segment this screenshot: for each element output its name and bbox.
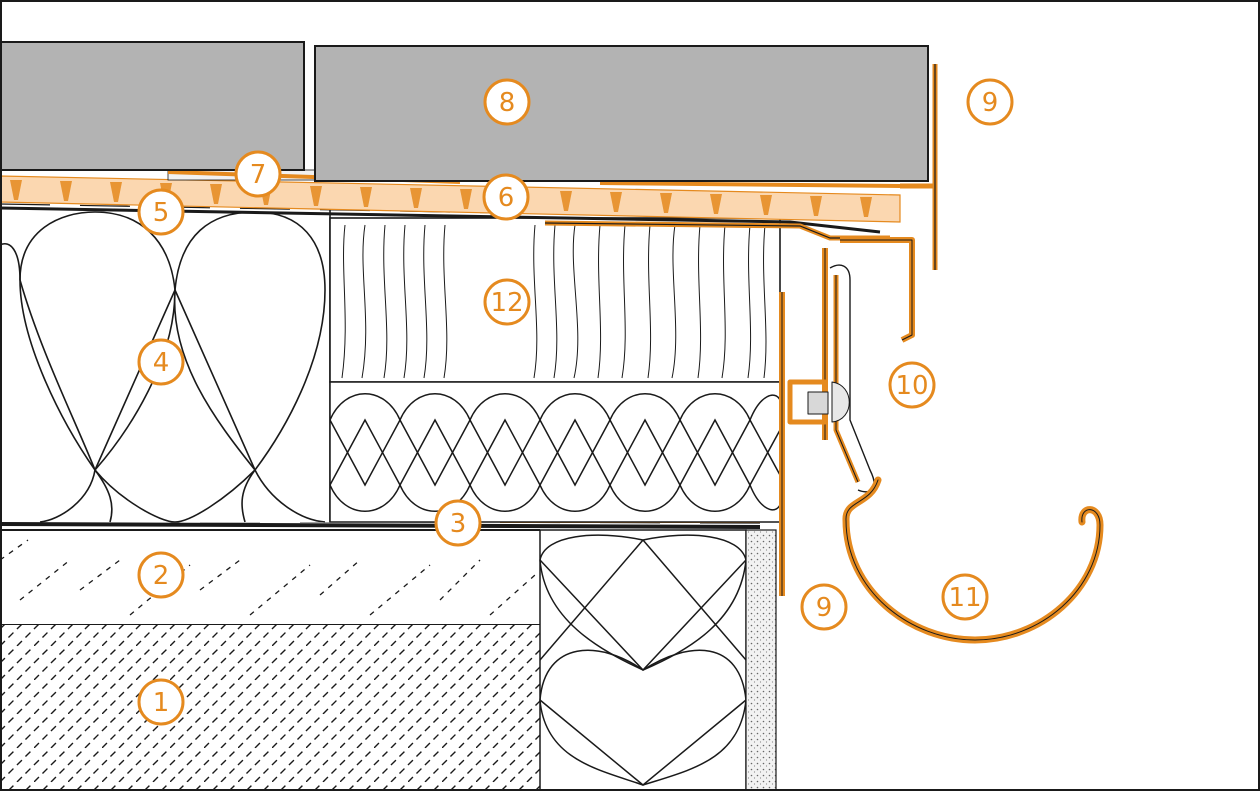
svg-text:2: 2 (153, 561, 170, 591)
timber-beam (329, 217, 781, 383)
svg-text:1: 1 (153, 688, 170, 718)
svg-text:7: 7 (250, 160, 267, 190)
svg-text:8: 8 (499, 88, 516, 118)
gutter-bracket-profile (787, 237, 915, 493)
svg-text:11: 11 (948, 583, 981, 613)
render-plaster (745, 529, 777, 791)
callout-12: 12 (483, 278, 531, 326)
insulation-under-beam (329, 381, 781, 523)
callout-2: 2 (137, 551, 185, 599)
callout-6: 6 (482, 173, 530, 221)
callout-10: 10 (888, 361, 936, 409)
paving-slabs (0, 41, 929, 182)
callout-3: 3 (434, 499, 482, 547)
svg-text:10: 10 (895, 371, 928, 401)
callout-1: 1 (137, 678, 185, 726)
svg-text:12: 12 (490, 288, 523, 318)
callout-7: 7 (234, 150, 282, 198)
wall-insulation (539, 529, 747, 791)
svg-text:9: 9 (982, 88, 999, 118)
svg-text:5: 5 (153, 198, 170, 228)
callout-9-top: 9 (966, 78, 1014, 126)
svg-text:6: 6 (498, 183, 515, 213)
callout-11: 11 (941, 573, 989, 621)
callout-8: 8 (483, 78, 531, 126)
callout-9-bottom: 9 (800, 583, 848, 631)
rain-gutter (842, 476, 1104, 644)
svg-text:9: 9 (816, 593, 833, 623)
concrete-slab (0, 623, 540, 791)
callout-4: 4 (137, 338, 185, 386)
svg-text:4: 4 (153, 348, 170, 378)
svg-text:3: 3 (450, 509, 467, 539)
callout-5: 5 (137, 188, 185, 236)
